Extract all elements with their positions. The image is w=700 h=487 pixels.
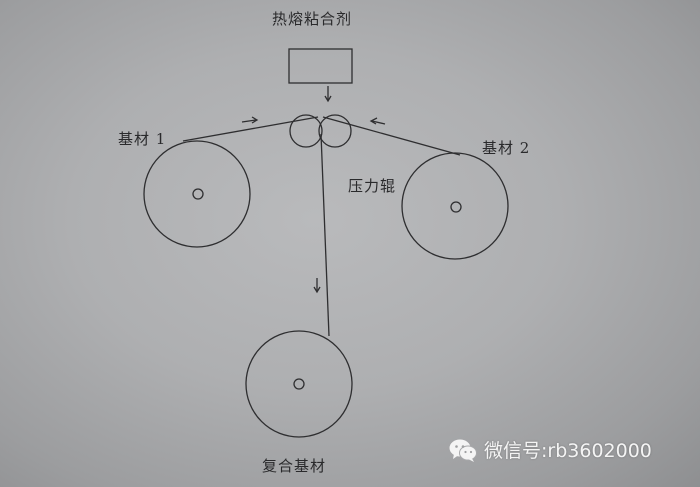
- label-hot-melt-adhesive: 热熔粘合剂: [272, 10, 353, 28]
- composite-web: [320, 133, 330, 337]
- substrate-2-core: [450, 201, 462, 213]
- substrate-1-web: [182, 116, 319, 142]
- composite-arrow-head: [313, 286, 321, 294]
- watermark: 微信号:rb3602000: [448, 436, 652, 463]
- label-pressure-roller: 压力辊: [348, 177, 397, 195]
- label-substrate-1: 基材 1: [118, 130, 167, 148]
- composite-roll: [245, 330, 353, 438]
- substrate-1-roll: [143, 140, 251, 248]
- substrate-1-arrow-shaft: [241, 119, 257, 123]
- adhesive-flow-arrow-head: [324, 95, 332, 103]
- adhesive-applicator-box: [288, 48, 353, 84]
- substrate-2-arrow-head: [369, 117, 378, 125]
- watermark-text: 微信号:rb3602000: [484, 440, 652, 462]
- substrate-2-roll: [401, 152, 509, 260]
- composite-core: [293, 378, 305, 390]
- substrate-1-core: [192, 188, 204, 200]
- substrate-2-arrow-shaft: [371, 120, 386, 125]
- substrate-1-arrow-head: [251, 116, 259, 124]
- label-composite-substrate: 复合基材: [262, 457, 327, 475]
- substrate-2-web: [322, 116, 461, 156]
- pressure-roller-left: [289, 114, 323, 148]
- wechat-icon: [449, 439, 477, 462]
- label-substrate-2: 基材 2: [482, 139, 531, 157]
- pressure-roller-right: [318, 114, 352, 148]
